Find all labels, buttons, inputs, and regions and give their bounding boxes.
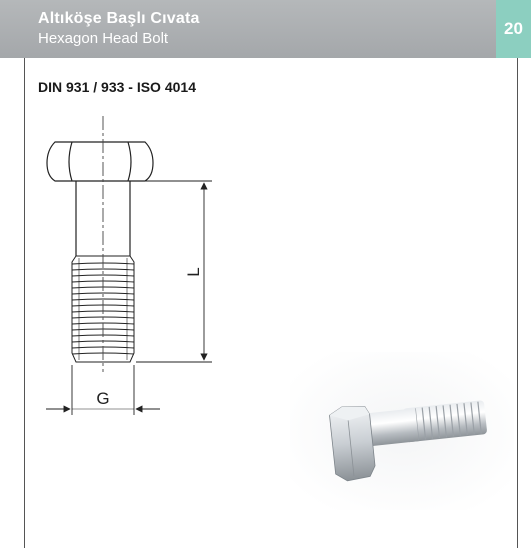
title-english: Hexagon Head Bolt	[38, 30, 169, 47]
diameter-dimension	[46, 365, 160, 415]
bolt-head-outline	[46, 141, 154, 182]
header-bar: Altıköşe Başlı Cıvata Hexagon Head Bolt	[0, 0, 496, 58]
page-number-badge: 20	[496, 0, 531, 58]
title-turkish: Altıköşe Başlı Cıvata	[38, 10, 200, 27]
length-dimension	[133, 180, 212, 363]
content-frame	[24, 58, 518, 548]
length-label: L	[184, 267, 203, 276]
diameter-label: G	[96, 389, 109, 408]
page-number: 20	[504, 19, 523, 38]
bolt-shank	[75, 181, 131, 256]
bolt-product-image	[290, 352, 514, 510]
standard-designation: DIN 931 / 933 - ISO 4014	[38, 79, 196, 95]
